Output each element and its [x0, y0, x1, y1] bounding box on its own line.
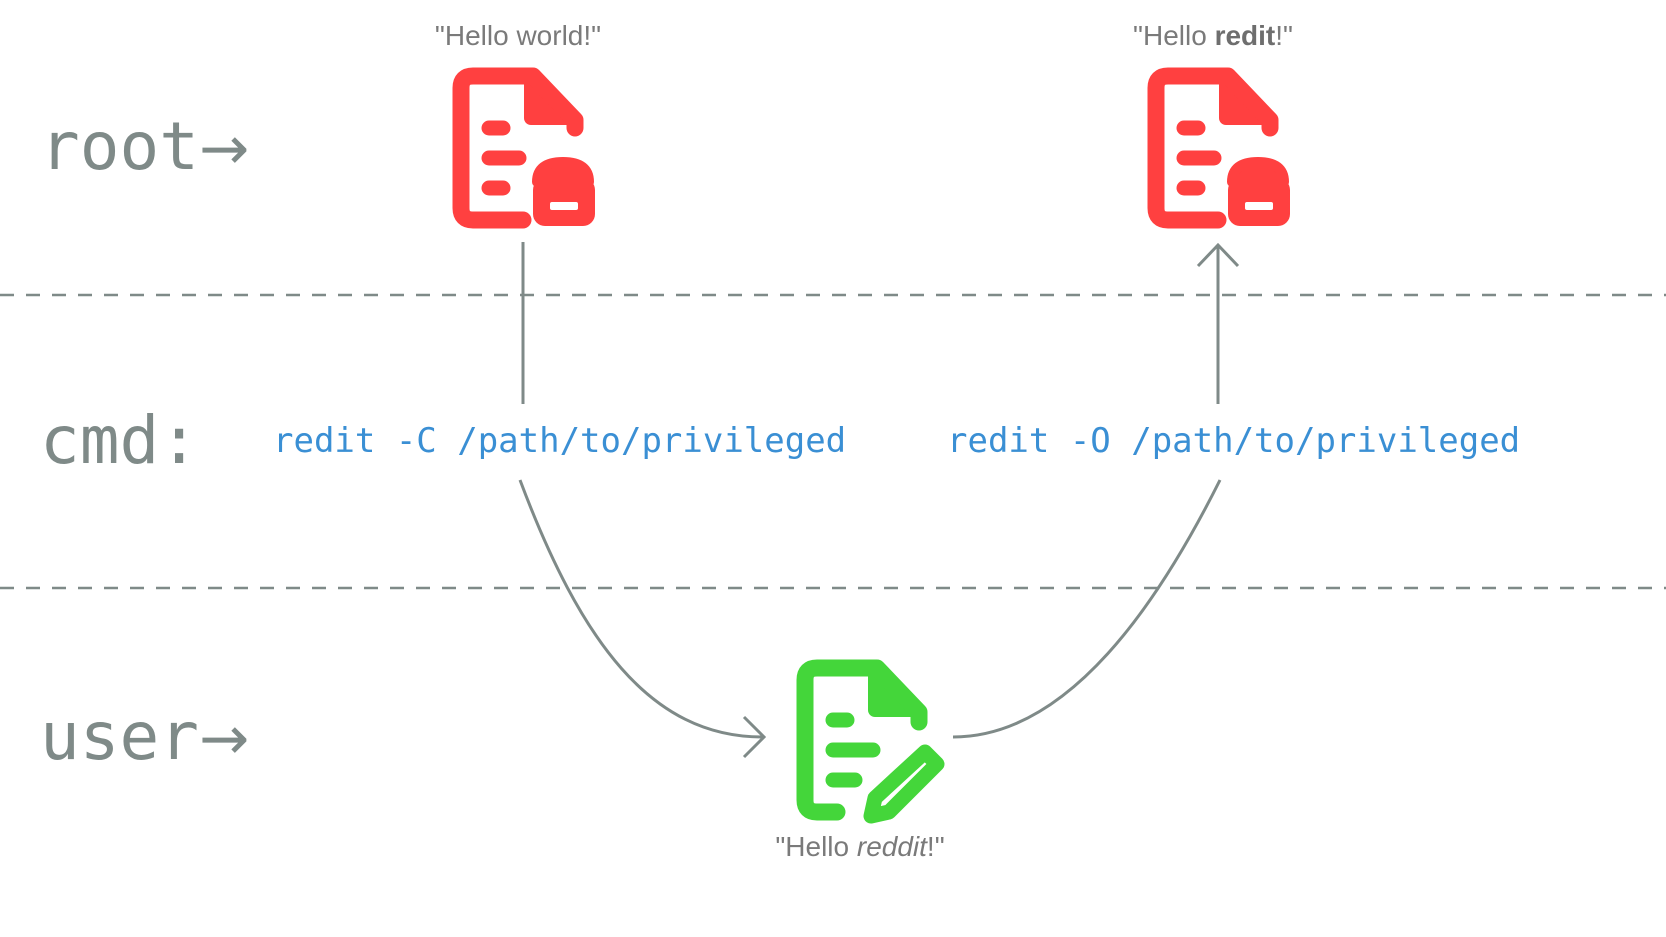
arrow-right-icon: →: [198, 704, 250, 774]
row-label-root: root→: [40, 114, 249, 180]
row-label-cmd: cmd:: [40, 408, 199, 474]
row-label-user: user→: [40, 704, 249, 770]
command-copy: redit -C /path/to/privileged: [273, 421, 847, 461]
arrow-right-icon: →: [198, 114, 250, 184]
user-label: user: [40, 698, 199, 775]
edit-document-icon: [805, 668, 937, 816]
caption-result-emphasis: redit: [1214, 20, 1276, 51]
caption-user-emphasis: reddit: [856, 831, 927, 862]
caption-result-prefix: "Hello: [1133, 20, 1215, 51]
root-label: root: [40, 108, 199, 185]
locked-document-icon: [1156, 76, 1290, 226]
caption-result: "Hello redit!": [1133, 22, 1293, 50]
caption-user: "Hello reddit!": [775, 833, 944, 861]
cmd-label: cmd:: [40, 402, 199, 479]
caption-user-suffix: !": [926, 831, 945, 862]
arrowhead-to-user: [742, 715, 767, 759]
locked-document-icon: [461, 76, 595, 226]
caption-original: "Hello world!": [434, 20, 602, 51]
caption-result-suffix: !": [1275, 20, 1293, 51]
command-overwrite: redit -O /path/to/privileged: [947, 421, 1521, 461]
caption-user-prefix: "Hello: [775, 831, 857, 862]
arrowhead-to-result: [1196, 242, 1240, 268]
connector-copy-curve: [518, 479, 763, 739]
connector-overwrite-curve: [952, 479, 1222, 739]
